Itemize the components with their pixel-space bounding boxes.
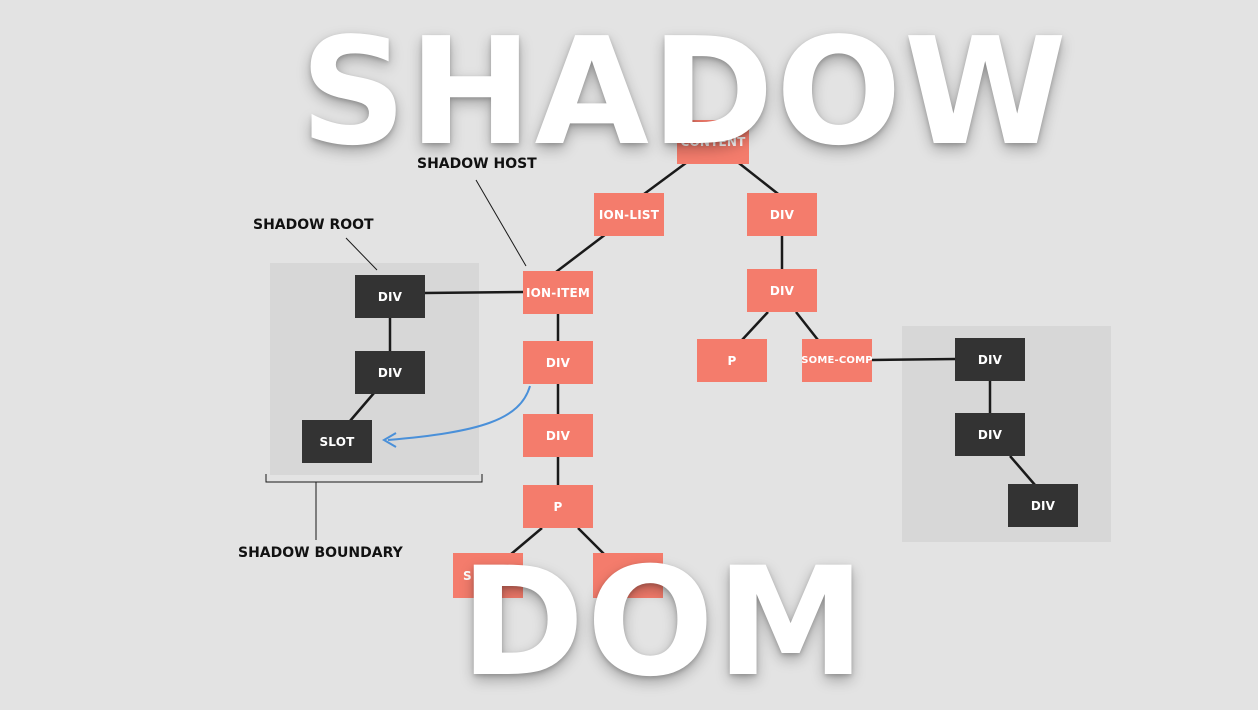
shadow2-div-3: DIV bbox=[1008, 484, 1078, 527]
edge-shadow1-div-slot bbox=[349, 392, 375, 422]
node-div-mid-2: DIV bbox=[523, 414, 593, 457]
node-span-left: S bbox=[453, 553, 523, 598]
slot-projection-arrowhead bbox=[382, 432, 397, 448]
leader-shadow-root bbox=[345, 237, 378, 271]
slot-projection-arrow bbox=[387, 385, 531, 441]
edge-ion-item-shadow-div bbox=[423, 290, 525, 295]
edge-p-span-left bbox=[509, 527, 543, 556]
edge-div-right-2-p bbox=[741, 311, 769, 341]
node-span-right bbox=[593, 553, 663, 598]
node-div-mid-1: DIV bbox=[523, 341, 593, 384]
leader-shadow-host bbox=[475, 179, 527, 267]
shadow1-div-2: DIV bbox=[355, 351, 425, 394]
node-p-mid: P bbox=[523, 485, 593, 528]
shadow2-div-2: DIV bbox=[955, 413, 1025, 456]
title-dom: DOM bbox=[460, 536, 868, 710]
node-some-comp: SOME-COMP bbox=[802, 339, 872, 382]
label-shadow-boundary: SHADOW BOUNDARY bbox=[238, 545, 403, 561]
node-ion-list: ION-LIST bbox=[594, 193, 664, 236]
shadow-boundary-bracket bbox=[265, 474, 483, 483]
node-div-right-2: DIV bbox=[747, 269, 817, 312]
node-content: CONTENT bbox=[677, 120, 749, 164]
edge-ion-list-ion-item bbox=[555, 233, 607, 273]
edge-div-right-2-some-comp bbox=[795, 311, 819, 341]
shadow1-slot: SLOT bbox=[302, 420, 372, 463]
node-p-right: P bbox=[697, 339, 767, 382]
shadow1-div-1: DIV bbox=[355, 275, 425, 318]
edge-p-span-right bbox=[577, 527, 606, 556]
node-ion-item: ION-ITEM bbox=[523, 271, 593, 314]
edge-content-ion-list bbox=[639, 158, 691, 199]
edge-shadow2-div-div-3 bbox=[1009, 455, 1036, 486]
shadow2-div-1: DIV bbox=[955, 338, 1025, 381]
title-shadow: SHADOW bbox=[300, 6, 1069, 178]
node-div-right-1: DIV bbox=[747, 193, 817, 236]
edge-content-div-right bbox=[734, 159, 783, 198]
label-shadow-root: SHADOW ROOT bbox=[253, 217, 374, 233]
label-shadow-host: SHADOW HOST bbox=[417, 156, 537, 172]
edge-some-comp-shadow-div bbox=[870, 357, 957, 362]
